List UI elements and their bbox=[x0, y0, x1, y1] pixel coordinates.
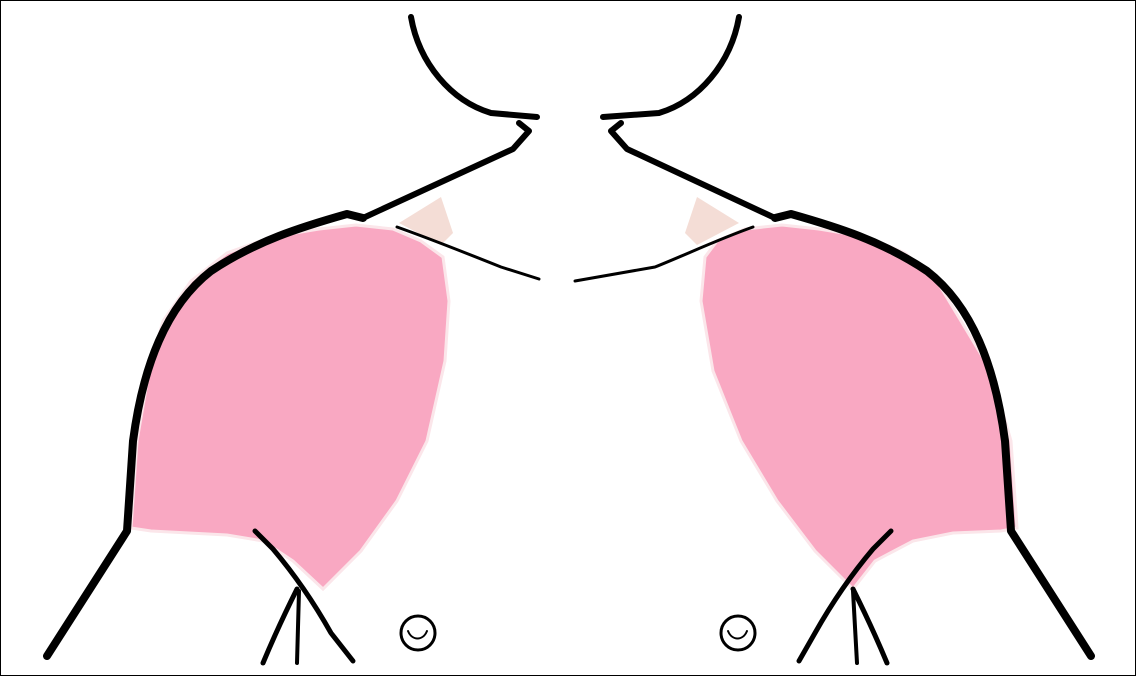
left-nipple bbox=[401, 616, 435, 650]
right-jaw-line bbox=[603, 17, 739, 117]
left-trapezius-line bbox=[363, 123, 529, 218]
right-trapezius-line bbox=[611, 123, 775, 218]
left-jaw-line bbox=[411, 17, 537, 117]
right-arm-inner-line-2 bbox=[853, 591, 857, 663]
right-shoulder bbox=[575, 123, 1091, 663]
neck bbox=[411, 17, 739, 117]
left-arm-inner-line bbox=[263, 589, 297, 663]
right-deltoid-highlight bbox=[701, 225, 1017, 589]
left-arm-inner-line-2 bbox=[297, 591, 299, 663]
right-nipple bbox=[721, 616, 755, 650]
left-shoulder bbox=[47, 123, 539, 663]
left-deltoid-highlight bbox=[131, 225, 449, 589]
